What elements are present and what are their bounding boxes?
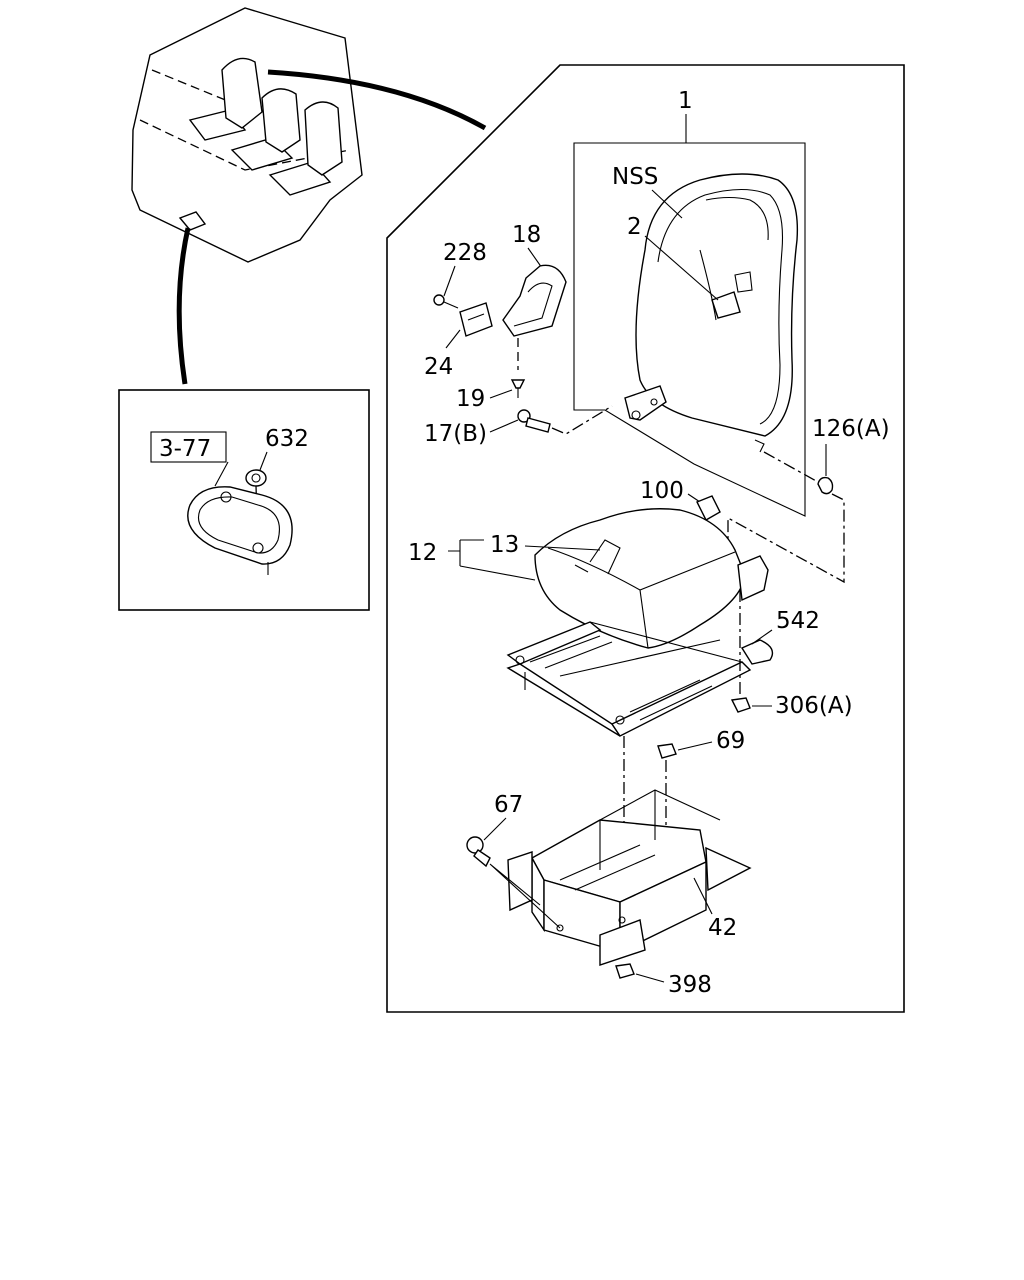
- label-24: 24: [424, 354, 453, 380]
- label-632: 632: [265, 426, 309, 452]
- bolt-67-icon: [466, 836, 491, 868]
- ref-label-3-77[interactable]: 3-77: [159, 436, 211, 462]
- label-19: 19: [456, 386, 485, 412]
- seat-rail-part: [506, 621, 774, 737]
- label-126a: 126(A): [812, 416, 890, 442]
- bolt-17b-icon: [517, 409, 551, 433]
- seat-assembly-box: [573, 142, 806, 517]
- cover-24-part: [459, 302, 493, 337]
- label-17b: 17(B): [424, 421, 487, 447]
- connector-curve-tray: [176, 227, 191, 385]
- nut-398-icon: [615, 963, 635, 979]
- label-2: 2: [627, 214, 642, 240]
- label-228: 228: [443, 240, 487, 266]
- label-100: 100: [640, 478, 684, 504]
- label-1: 1: [678, 88, 693, 114]
- screw-19-icon: [510, 379, 526, 398]
- label-12: 12: [408, 540, 437, 566]
- clip-100-icon: [696, 495, 721, 521]
- label-306a: 306(A): [775, 693, 853, 719]
- label-42: 42: [708, 915, 737, 941]
- nut-306a-icon: [730, 697, 751, 713]
- seat-base-part: [507, 789, 752, 966]
- label-13: 13: [490, 532, 519, 558]
- seat-back-part: [624, 173, 799, 453]
- label-67: 67: [494, 792, 523, 818]
- label-398: 398: [668, 972, 712, 998]
- washer-126a-icon: [817, 476, 834, 495]
- seat-cushion-part: [534, 508, 769, 649]
- connector-curve-seat: [267, 69, 487, 131]
- label-nss: NSS: [612, 164, 658, 190]
- label-69: 69: [716, 728, 745, 754]
- storage-tray-part: [187, 486, 293, 575]
- screw-228-icon: [433, 294, 459, 309]
- cover-18-part: [502, 264, 567, 337]
- cab-overview-illustration: [131, 7, 363, 263]
- label-18: 18: [512, 222, 541, 248]
- reference-box-3-77[interactable]: [150, 431, 227, 463]
- inset-tray-box: [118, 389, 370, 611]
- nut-69-icon: [657, 743, 677, 759]
- clip-632-icon: [245, 469, 267, 487]
- main-parts-frame: [386, 64, 905, 1013]
- label-542: 542: [776, 608, 820, 634]
